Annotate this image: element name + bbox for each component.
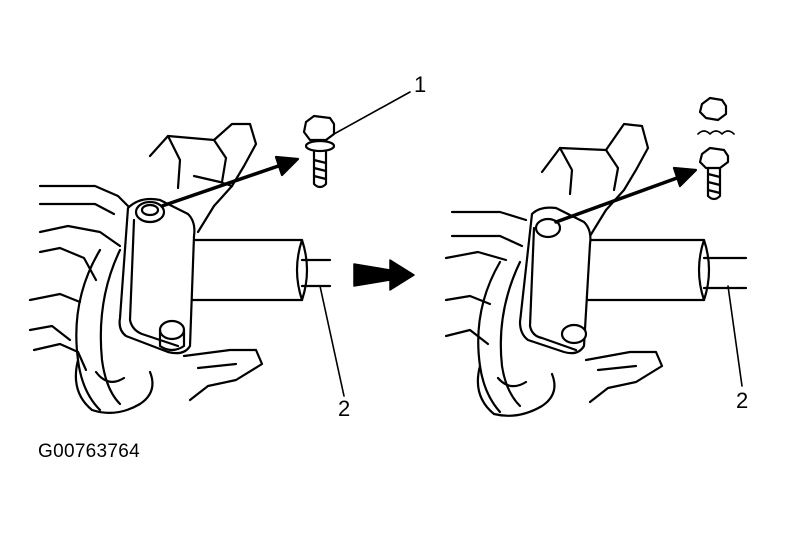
bolt-and-nut-icon <box>697 96 735 201</box>
callout-2-label-right: 2 <box>736 388 749 413</box>
exhaust-bracket <box>118 197 196 355</box>
callout-2-label-left: 2 <box>338 396 351 421</box>
figure-id: G00763764 <box>38 441 141 462</box>
bolt-with-washer-icon <box>302 114 336 189</box>
callout-1-leader <box>333 91 411 135</box>
callout-1-label: 1 <box>414 72 427 97</box>
lower-bolt-hole <box>560 323 588 345</box>
lower-bolt-head <box>158 319 186 341</box>
upper-bolt-hole <box>534 217 562 239</box>
process-arrow-icon <box>353 259 415 291</box>
exhaust-bracket <box>518 206 592 355</box>
callout-2-leader-right <box>727 285 743 387</box>
after-assembly <box>444 122 748 417</box>
callout-2-leader-left <box>319 285 345 397</box>
before-assembly <box>28 122 332 415</box>
